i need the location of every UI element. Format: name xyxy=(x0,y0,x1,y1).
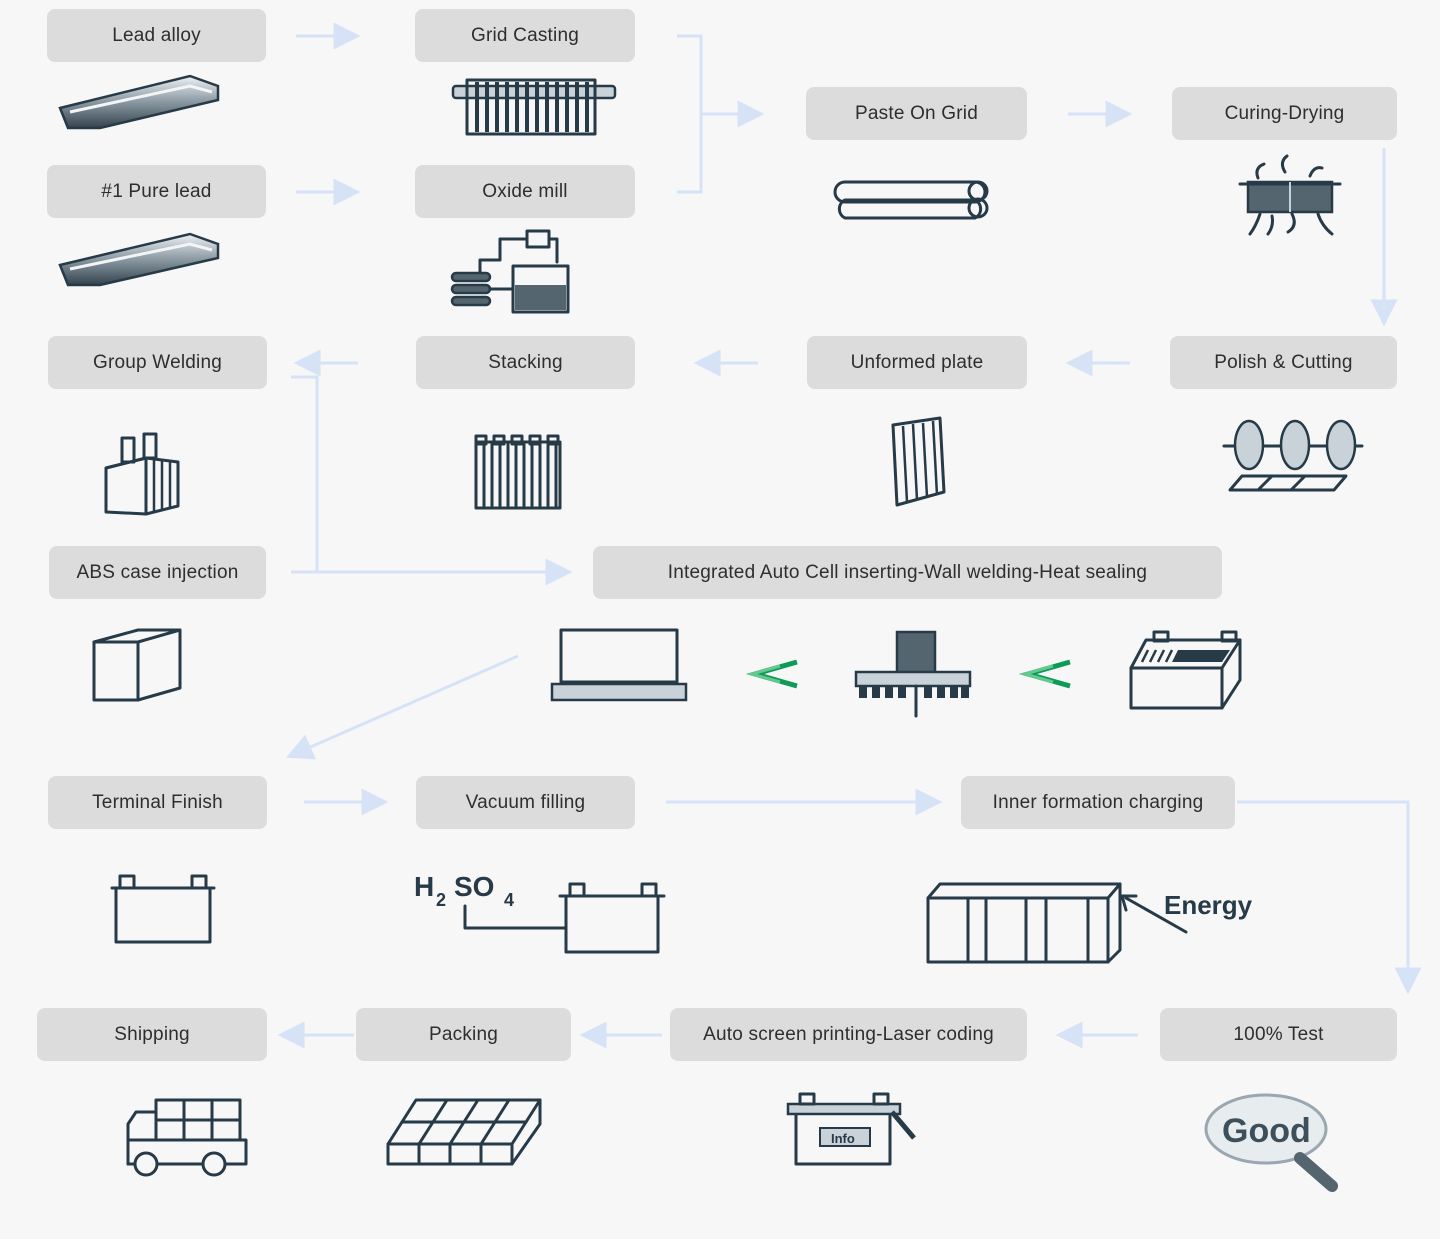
h2so4-label-sub1: 2 xyxy=(436,890,446,910)
step-integrated-auto-cell: Integrated Auto Cell inserting-Wall weld… xyxy=(593,546,1222,599)
pure-lead-ingot-icon xyxy=(58,232,220,287)
heat-sealing-tray-icon xyxy=(550,628,688,702)
paste-rollers-icon xyxy=(833,180,989,220)
h2so4-label-sub2: 4 xyxy=(504,890,514,910)
step-auto-screen-printing: Auto screen printing-Laser coding xyxy=(670,1008,1027,1061)
step-lead-alloy: Lead alloy xyxy=(47,9,266,62)
grid-casting-icon xyxy=(451,78,617,136)
step-pure-lead: #1 Pure lead xyxy=(47,165,266,218)
bracket-group-abs xyxy=(291,375,319,574)
abs-case-box-icon xyxy=(92,628,182,702)
arrow-inner-to-test xyxy=(1237,800,1422,995)
h2so4-label-so: SO xyxy=(454,871,494,902)
step-grid-casting: Grid Casting xyxy=(415,9,635,62)
step-shipping: Shipping xyxy=(37,1008,267,1061)
step-paste-on-grid: Paste On Grid xyxy=(806,87,1027,140)
step-vacuum-filling: Vacuum filling xyxy=(416,776,635,829)
stacking-icon xyxy=(474,434,562,510)
acid-filling-icon: H 2 SO 4 xyxy=(414,871,666,954)
packing-pallet-icon xyxy=(386,1098,542,1166)
info-label: Info xyxy=(831,1131,855,1146)
step-inner-formation-charging: Inner formation charging xyxy=(961,776,1235,829)
step-curing-drying: Curing-Drying xyxy=(1172,87,1397,140)
lead-ingot-icon xyxy=(58,74,220,130)
step-oxide-mill: Oxide mill xyxy=(415,165,635,218)
step-group-welding: Group Welding xyxy=(48,336,267,389)
step-unformed-plate: Unformed plate xyxy=(807,336,1027,389)
screen-printed-battery-icon: Info xyxy=(786,1092,916,1166)
cell-inserted-case-icon xyxy=(1129,630,1242,710)
step-100-test: 100% Test xyxy=(1160,1008,1397,1061)
wall-welding-machine-icon xyxy=(854,630,972,718)
step-stacking: Stacking xyxy=(416,336,635,389)
good-label: Good xyxy=(1222,1112,1311,1150)
step-terminal-finish: Terminal Finish xyxy=(48,776,267,829)
group-welding-icon xyxy=(104,432,180,516)
oxide-mill-icon xyxy=(450,229,570,314)
good-magnifier-icon: Good xyxy=(1204,1093,1338,1192)
chevron-left-icon-2 xyxy=(1018,659,1071,689)
formation-cells-icon: Energy xyxy=(926,882,1253,964)
arrow-integrated-to-terminal xyxy=(285,654,519,760)
energy-label: Energy xyxy=(1164,890,1253,920)
battery-terminal-icon xyxy=(110,874,216,944)
step-polish-cutting: Polish & Cutting xyxy=(1170,336,1397,389)
shipping-truck-icon xyxy=(126,1098,248,1177)
step-packing: Packing xyxy=(356,1008,571,1061)
unformed-plate-icon xyxy=(891,416,946,507)
step-abs-case-injection: ABS case injection xyxy=(49,546,266,599)
polish-cutting-icon xyxy=(1222,419,1364,492)
curing-oven-icon xyxy=(1238,154,1342,236)
chevron-left-icon xyxy=(745,659,798,689)
h2so4-label-h: H xyxy=(414,871,434,902)
